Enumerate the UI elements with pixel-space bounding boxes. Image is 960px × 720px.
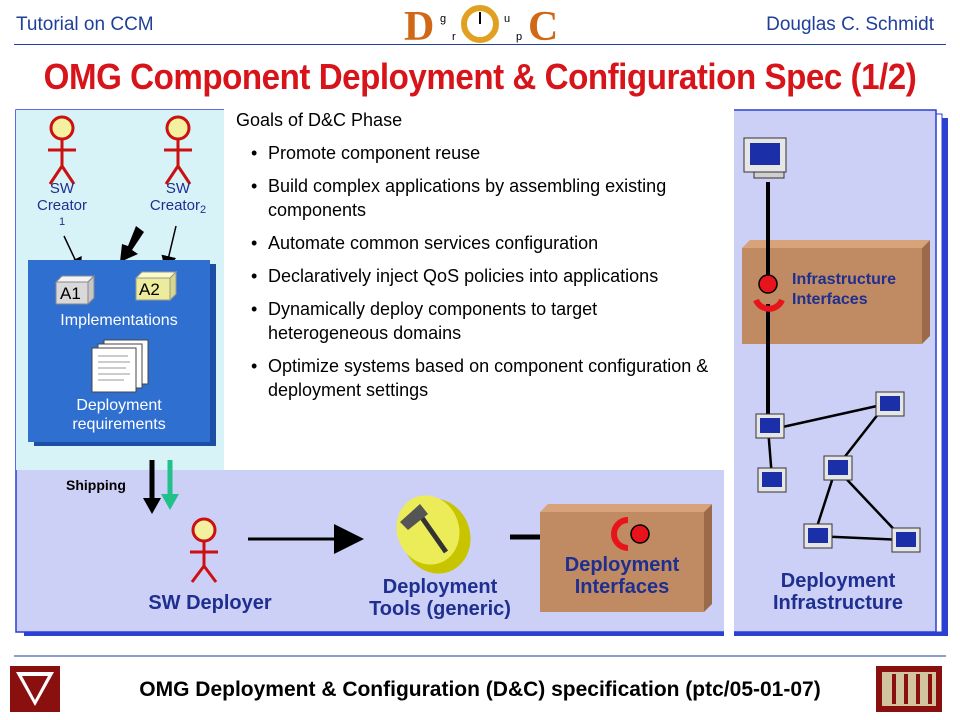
deployment-infrastructure-line2: Infrastructure [772,592,904,614]
deploy-interfaces-box-side [704,504,712,612]
goals-heading: Goals of D&C Phase [236,110,403,130]
goal-item: Automate common services configuration [248,231,716,255]
deployment-tools-line1: Deployment [382,576,498,598]
vanderbilt-logo [10,666,60,712]
logo-letter-r: r [452,31,456,43]
creator-1-line2: Creator [36,197,88,214]
a2-cube-top [134,271,178,279]
logo-letter-d: D [404,4,434,48]
infra-interfaces-box-side [922,240,930,344]
deployment-interfaces-line2: Interfaces [574,576,670,598]
deployment-infrastructure-line1: Deployment [780,570,896,592]
logo-letter-u: u [504,13,510,25]
goals-list: Promote component reuse Build complex ap… [248,141,716,402]
logo-letter-c: C [528,4,558,48]
creator-1-label: SW Creator 1 [34,180,90,231]
deployment-tools-line2: Tools (generic) [369,598,511,620]
isis-logo [876,666,942,712]
deploy-interfaces-ball [630,524,650,544]
creator-1-line1: SW [49,180,75,197]
page-title: OMG Component Deployment & Configuration… [43,56,917,97]
creator-2-sub: 2 [199,204,207,216]
goal-item: Build complex applications by assembling… [248,174,716,222]
computer-icon-net-5 [803,523,833,549]
implementations-label: Implementations [60,312,178,329]
deployment-interfaces-label: Deployment Interfaces [540,554,704,598]
computer-icon-net-6 [891,527,921,553]
goal-item: Dynamically deploy components to target … [248,297,716,345]
creator-2-line2: Creator [149,197,200,214]
creator-2-label: SW Creator2 [132,180,224,219]
goal-item: Optimize systems based on component conf… [248,354,716,402]
a1-cube-front [55,281,89,305]
infrastructure-interfaces-line2: Interfaces [792,291,868,308]
logo-clock [461,5,499,43]
infra-interfaces-ball [758,274,778,294]
creator-1-figure [48,115,76,185]
deploy-interfaces-box-top [540,504,712,512]
header-left: Tutorial on CCM [16,14,154,35]
creator-1-sub: 1 [58,216,66,228]
goal-item: Declaratively inject QoS policies into a… [248,264,716,288]
document-stack-icon [91,339,149,393]
deployment-requirements-label: Deployment requirements [28,396,210,434]
infra-interfaces-box-top [742,240,930,248]
infrastructure-interfaces-label: Infrastructure Interfaces [792,270,932,310]
deployment-tools-icon [396,495,471,574]
deployment-tools-label: Deployment Tools (generic) [354,576,526,620]
shipping-label: Shipping [66,477,126,493]
computer-icon-net-3 [823,455,853,481]
creator-bold-arrow [120,226,144,262]
header-rule [14,44,946,45]
footer-text: OMG Deployment & Configuration (D&C) spe… [139,678,821,701]
a1-label: A1 [60,284,81,303]
logo-letter-g: g [440,13,446,25]
infrastructure-interfaces-line1: Infrastructure [792,271,897,288]
deployment-infrastructure-label: Deployment Infrastructure [752,570,924,614]
computer-icon-net-2 [875,391,905,417]
sw-deployer-figure [190,517,218,583]
deployment-requirements-line2: requirements [72,416,166,433]
creator-2-figure [164,115,192,185]
header-right: Douglas C. Schmidt [766,14,934,35]
goal-item: Promote component reuse [248,141,716,165]
computer-icon-net-4 [757,467,787,493]
computer-icon-top [743,137,787,179]
computer-icon-net-1 [755,413,785,439]
creator-2-line1: SW [165,180,191,197]
doc-group-logo: D g r u p C [404,4,558,48]
a2-cube-front [135,277,171,301]
deploy-interfaces-socket [611,517,629,551]
goals-panel: Goals of D&C Phase Promote component reu… [236,108,716,402]
infra-interfaces-socket [753,298,785,312]
sw-deployer-label: SW Deployer [148,592,272,614]
goals-area-strip [724,470,734,638]
infra-interfaces-box [742,248,922,344]
deploy-interfaces-box [540,512,704,612]
logo-letter-p: p [516,31,522,43]
deployment-interfaces-line1: Deployment [564,554,680,576]
a2-label: A2 [139,280,160,299]
deployment-requirements-line1: Deployment [76,397,162,414]
